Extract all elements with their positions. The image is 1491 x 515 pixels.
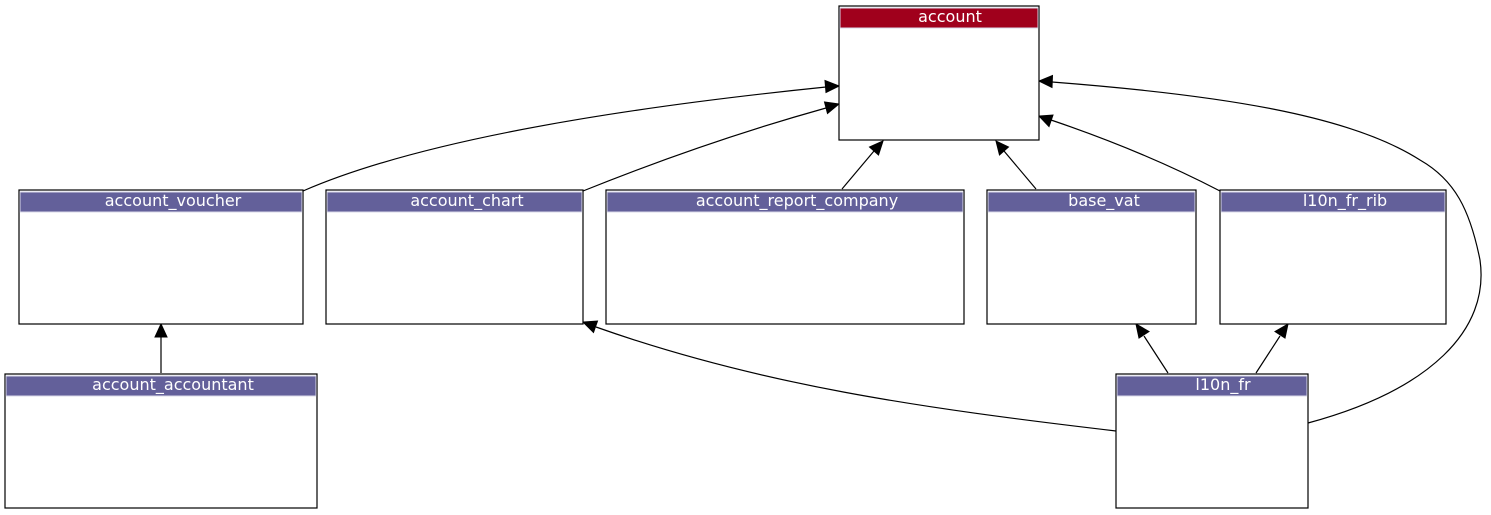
node-header xyxy=(5,375,317,397)
edge-base_vat-to-account xyxy=(995,140,1037,190)
node-header xyxy=(19,191,303,213)
edge-l10n_fr-to-l10n_fr_rib xyxy=(1255,323,1289,374)
node-account_chart[interactable]: account_chart xyxy=(325,189,584,325)
edge-account_chart-to-account xyxy=(582,101,841,192)
nodes: account account_voucher account_chart ac… xyxy=(4,5,1447,509)
node-header xyxy=(839,7,1039,29)
node-header xyxy=(1220,191,1446,213)
node-account_accountant[interactable]: account_accountant xyxy=(4,373,318,509)
edge-account_report_company-to-account xyxy=(841,140,884,190)
node-title: account_voucher xyxy=(105,191,242,211)
edge-account_accountant-to-account_voucher xyxy=(154,322,168,373)
node-account[interactable]: account xyxy=(838,5,1040,141)
edge-l10n_fr-to-account xyxy=(1037,74,1482,424)
node-title: base_vat xyxy=(1068,191,1140,211)
edge-l10n_fr-to-base_vat xyxy=(1135,323,1169,374)
edge-l10n_fr-to-account_chart xyxy=(581,320,1117,432)
node-l10n_fr[interactable]: l10n_fr xyxy=(1115,373,1309,509)
node-base_vat[interactable]: base_vat xyxy=(986,189,1197,325)
node-l10n_fr_rib[interactable]: l10n_fr_rib xyxy=(1219,189,1447,325)
edge-l10n_fr_rib-to-account xyxy=(1037,114,1221,192)
node-title: account_report_company xyxy=(696,191,898,211)
node-account_voucher[interactable]: account_voucher xyxy=(18,189,304,325)
node-header xyxy=(606,191,964,213)
node-title: account_chart xyxy=(410,191,523,211)
edge-account_voucher-to-account xyxy=(302,79,841,192)
node-title: l10n_fr xyxy=(1195,375,1251,395)
node-title: account_accountant xyxy=(92,375,254,395)
edges xyxy=(154,74,1482,432)
node-title: account xyxy=(918,7,982,26)
node-header xyxy=(326,191,583,213)
node-title: l10n_fr_rib xyxy=(1303,191,1387,211)
node-account_report_company[interactable]: account_report_company xyxy=(605,189,965,325)
node-header xyxy=(1116,375,1308,397)
node-header xyxy=(987,191,1196,213)
